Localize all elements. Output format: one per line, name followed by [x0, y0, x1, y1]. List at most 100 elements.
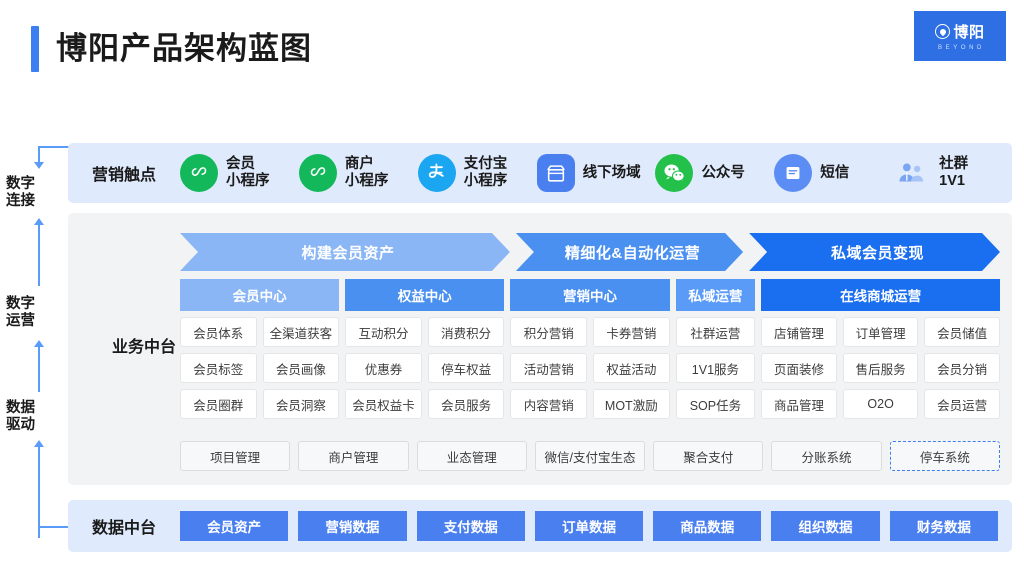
rail-arrow-down-top: [34, 162, 44, 169]
capability-cell[interactable]: 会员体系: [180, 317, 257, 347]
touchpoint-list: 会员 小程序商户 小程序支付宝 小程序 线下场域 公众号 短信 社群 1V1: [180, 154, 1012, 192]
wechat-icon: [655, 154, 694, 192]
capability-cell[interactable]: 1V1服务: [675, 353, 756, 383]
capability-group-header[interactable]: 权益中心: [345, 279, 505, 311]
capability-cell[interactable]: 会员标签: [180, 353, 257, 383]
capability-cell[interactable]: 全渠道获客: [262, 317, 340, 347]
platform-footer-cell[interactable]: 微信/支付宝生态: [534, 441, 646, 471]
capability-cell[interactable]: 卡券营销: [593, 317, 670, 347]
capability-grid: 会员体系全渠道获客会员标签会员画像会员圈群会员洞察互动积分消费积分优惠券停车权益…: [180, 317, 1000, 419]
capability-cell[interactable]: 订单管理: [842, 317, 919, 347]
brand-logo: 博阳 BEYOND: [914, 11, 1006, 61]
platform-footer-cell[interactable]: 业态管理: [416, 441, 527, 471]
touchpoint-item[interactable]: 支付宝 小程序: [417, 154, 537, 192]
data-chip[interactable]: 会员资产: [180, 511, 289, 541]
platform-footer-cell[interactable]: 项目管理: [180, 441, 291, 471]
capability-cell[interactable]: O2O: [842, 389, 919, 419]
capability-cell[interactable]: 会员圈群: [180, 389, 257, 419]
stage-chevron[interactable]: 私域会员变现: [749, 233, 1000, 271]
touchpoint-item[interactable]: 公众号: [655, 154, 774, 192]
platform-footer-cell[interactable]: 停车系统: [889, 441, 1000, 471]
capability-cell[interactable]: 页面装修: [761, 353, 837, 383]
community-icon: [893, 154, 931, 192]
capability-cell[interactable]: 互动积分: [345, 317, 422, 347]
platform-footer-cell[interactable]: 聚合支付: [653, 441, 764, 471]
capability-cell[interactable]: 消费积分: [427, 317, 505, 347]
rail-top-hook: [38, 146, 72, 148]
capability-group: 互动积分消费积分优惠券停车权益会员权益卡会员服务: [345, 317, 505, 419]
capability-cell[interactable]: 会员画像: [262, 353, 340, 383]
capability-cell[interactable]: 权益活动: [593, 353, 670, 383]
platform-footer-row: 项目管理商户管理业态管理微信/支付宝生态聚合支付分账系统停车系统: [180, 441, 1000, 471]
data-chip[interactable]: 支付数据: [416, 511, 525, 541]
capability-row: 优惠券停车权益: [345, 353, 505, 383]
data-platform-band: 数据中台 会员资产营销数据支付数据订单数据商品数据组织数据财务数据: [68, 500, 1012, 552]
touchpoint-item[interactable]: 线下场域: [536, 154, 656, 192]
capability-cell[interactable]: 积分营销: [510, 317, 588, 347]
capability-cell[interactable]: 售后服务: [842, 353, 919, 383]
data-chip[interactable]: 商品数据: [653, 511, 762, 541]
capability-group-header[interactable]: 私域运营: [675, 279, 756, 311]
touchpoint-item[interactable]: 社群 1V1: [893, 154, 1012, 192]
alipay-icon: [417, 154, 456, 192]
capability-group-header[interactable]: 营销中心: [510, 279, 670, 311]
platform-footer-cell[interactable]: 分账系统: [771, 441, 882, 471]
capability-cell[interactable]: 会员储值: [924, 317, 1000, 347]
capability-cell[interactable]: 会员洞察: [262, 389, 340, 419]
capability-row: SOP任务: [675, 389, 756, 419]
sms-icon: [774, 154, 813, 192]
touchpoint-label: 线下场域: [582, 164, 641, 181]
touchpoint-label: 社群 1V1: [939, 156, 969, 189]
capability-cell[interactable]: 内容营销: [510, 389, 588, 419]
beyond-mark-icon: [935, 24, 951, 39]
rail-arrow-up-2: [34, 340, 44, 347]
capability-cell[interactable]: 社群运营: [675, 317, 756, 347]
touchpoint-item[interactable]: 短信: [774, 154, 893, 192]
data-chip[interactable]: 财务数据: [889, 511, 998, 541]
rail-arrow-up-3: [34, 440, 44, 447]
platform-footer-cell[interactable]: 商户管理: [298, 441, 409, 471]
capability-cell[interactable]: 停车权益: [427, 353, 505, 383]
data-platform-label: 数据中台: [91, 520, 156, 537]
capability-cell[interactable]: 商品管理: [761, 389, 837, 419]
capability-row: 会员权益卡会员服务: [345, 389, 505, 419]
stage-chevron[interactable]: 构建会员资产: [180, 233, 510, 271]
capability-row: 会员圈群会员洞察: [180, 389, 340, 419]
capability-row: 活动营销权益活动: [510, 353, 670, 383]
capability-row: 积分营销卡券营销: [510, 317, 670, 347]
capability-cell[interactable]: 店铺管理: [761, 317, 837, 347]
capability-cell[interactable]: 优惠券: [345, 353, 422, 383]
stage-rail: 数字 连接数字 运营数据 驱动: [0, 146, 72, 550]
mini-program-icon: [298, 154, 337, 192]
capability-group-header[interactable]: 会员中心: [180, 279, 340, 311]
touchpoint-item[interactable]: 会员 小程序: [180, 154, 299, 192]
data-chip[interactable]: 订单数据: [534, 511, 644, 541]
capability-cell[interactable]: 会员分销: [924, 353, 1000, 383]
capability-row: 互动积分消费积分: [345, 317, 505, 347]
capability-group-header[interactable]: 在线商城运营: [761, 279, 1000, 311]
capability-group: 会员体系全渠道获客会员标签会员画像会员圈群会员洞察: [180, 317, 340, 419]
capability-cell[interactable]: 会员运营: [924, 389, 1000, 419]
business-platform-label: 业务中台: [111, 339, 176, 356]
stage-chevron[interactable]: 精细化&自动化运营: [516, 233, 743, 271]
data-chip[interactable]: 营销数据: [298, 511, 407, 541]
capability-cell[interactable]: 活动营销: [510, 353, 588, 383]
rail-label-3: 数据 驱动: [6, 400, 35, 433]
data-chip[interactable]: 组织数据: [771, 511, 880, 541]
data-chip-list: 会员资产营销数据支付数据订单数据商品数据组织数据财务数据: [180, 511, 1012, 541]
store-icon: [536, 154, 575, 192]
logo-chinese-name: 博阳: [953, 24, 985, 41]
touchpoint-label: 公众号: [701, 164, 745, 181]
rail-arrow-up-1: [34, 218, 44, 225]
capability-cell[interactable]: SOP任务: [675, 389, 756, 419]
page-title: 博阳产品架构蓝图: [56, 31, 312, 66]
touchpoints-band: 营销触点 会员 小程序商户 小程序支付宝 小程序线下场域公众号短信社群 1V1: [68, 143, 1012, 203]
capability-cell[interactable]: MOT激励: [593, 389, 670, 419]
capability-cell[interactable]: 会员权益卡: [345, 389, 422, 419]
capability-cell[interactable]: 会员服务: [427, 389, 505, 419]
touchpoint-item[interactable]: 商户 小程序: [298, 154, 418, 192]
